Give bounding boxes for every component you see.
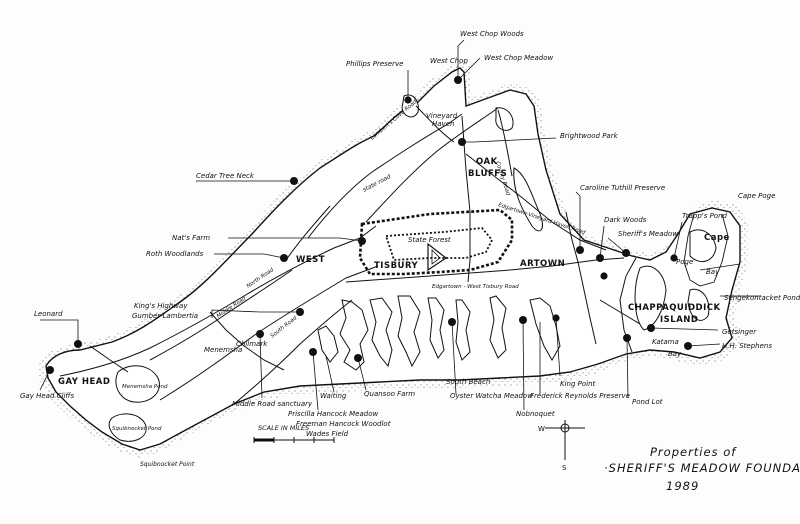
squibnocket-pond-label: Squibnocket Pond bbox=[112, 426, 162, 432]
town-chilmark: Chilmark bbox=[236, 340, 268, 348]
label-west-chop-woods: West Chop Woods bbox=[460, 30, 524, 38]
roads bbox=[59, 105, 641, 405]
label-king-point: King Point bbox=[560, 380, 596, 388]
compass-w: W bbox=[538, 425, 545, 433]
town-menemsha: Menemsha bbox=[204, 346, 242, 354]
menemsha-pond-label: Menemsha Pond bbox=[122, 384, 168, 390]
label-gunther-lambert: Gumber-Lambertia bbox=[132, 312, 198, 320]
label-west-chop-meadow: West Chop Meadow bbox=[484, 54, 553, 62]
forest-triangle bbox=[427, 242, 448, 272]
label-sheriffs-meadow: Sheriff's Meadow bbox=[618, 230, 678, 238]
label-brightwood-park: Brightwood Park bbox=[560, 132, 619, 140]
label-cedar-tree-neck: Cedar Tree Neck bbox=[196, 172, 255, 180]
town-katama: Katama bbox=[652, 338, 679, 346]
state-forest-inner bbox=[384, 227, 494, 261]
town-bluffs: BLUFFS bbox=[468, 169, 507, 179]
label-west-chop: West Chop bbox=[430, 57, 468, 65]
town-gay-head: GAY HEAD bbox=[58, 377, 110, 387]
state-forest-outline bbox=[358, 208, 514, 276]
compass: W S bbox=[538, 420, 585, 472]
marker-edgartown[interactable] bbox=[600, 272, 608, 280]
town-edgartown: ARTOWN bbox=[520, 259, 565, 269]
label-frederick-reynolds: Frederick Reynolds Preserve bbox=[530, 392, 630, 400]
town-poge: Poge bbox=[676, 258, 693, 266]
label-waiting: Waiting bbox=[320, 392, 347, 400]
town-west: WEST bbox=[296, 255, 325, 265]
label-kings-highway: King's Highway bbox=[134, 302, 188, 310]
label-gay-head-cliffs: Gay Head Cliffs bbox=[20, 392, 74, 400]
label-phillips-preserve: Phillips Preserve bbox=[346, 60, 403, 68]
town-oak: OAK bbox=[476, 157, 498, 167]
town-cape: Cape bbox=[704, 233, 730, 243]
town-tisbury: TISBURY bbox=[374, 261, 419, 271]
state-forest-label: State Forest bbox=[408, 236, 451, 244]
south-shore-ponds bbox=[317, 295, 561, 371]
town-bay: Bay bbox=[706, 268, 720, 276]
town-chappaquiddick: CHAPPAQUIDDICK bbox=[628, 303, 721, 313]
label-roth-woodlands: Roth Woodlands bbox=[146, 250, 204, 258]
title-line-2: ·SHERIFF'S MEADOW FOUNDATION· bbox=[604, 461, 800, 475]
label-trapps-pond: Trapp's Pond bbox=[682, 212, 728, 220]
title-line-3: 1989 bbox=[666, 479, 699, 493]
island-outline bbox=[45, 67, 741, 451]
scale-bar: SCALE IN MILES bbox=[253, 424, 335, 443]
label-hh-stephens: H.H. Stephens bbox=[722, 342, 772, 350]
label-leonard: Leonard bbox=[34, 310, 63, 318]
label-dark-woods: Dark Woods bbox=[604, 216, 647, 224]
label-nobnoquet: Nobnoquet bbox=[516, 410, 555, 418]
property-labels: West Chop Woods West Chop West Chop Mead… bbox=[20, 30, 800, 438]
interior-ponds bbox=[108, 94, 717, 442]
map-title: Properties of ·SHERIFF'S MEADOW FOUNDATI… bbox=[604, 445, 800, 493]
label-pond-lot: Pond Lot bbox=[632, 398, 663, 406]
title-line-1: Properties of bbox=[650, 445, 737, 459]
label-nats-farm: Nat's Farm bbox=[172, 234, 210, 242]
label-priscilla-hancock: Priscilla Hancock Meadow bbox=[288, 410, 378, 418]
label-sengekontacket: Sengekontacket Pond bbox=[724, 294, 800, 302]
town-katama-bay: Bay bbox=[668, 350, 682, 358]
compass-s: S bbox=[562, 464, 567, 472]
label-freeman-hancock: Freeman Hancock Woodlot bbox=[296, 420, 391, 428]
town-haven: Haven bbox=[432, 120, 454, 128]
leader-lines bbox=[39, 39, 760, 411]
label-caroline-tuthill: Caroline Tuthill Preserve bbox=[580, 184, 665, 192]
label-middle-road: Middle Road sanctuary bbox=[232, 400, 313, 408]
label-getsinger: Getsinger bbox=[722, 328, 757, 336]
label-wades-field: Wades Field bbox=[306, 430, 349, 438]
label-oyster-watcha: Oyster Watcha Meadow bbox=[450, 392, 533, 400]
scale-fill bbox=[254, 438, 274, 442]
forest-triangle-inner bbox=[431, 249, 441, 265]
town-labels: OAK BLUFFS WEST TISBURY ARTOWN Chilmark … bbox=[58, 112, 730, 468]
label-south-beach: South Beach bbox=[446, 378, 490, 386]
town-island: ISLAND bbox=[660, 315, 698, 325]
scale-label: SCALE IN MILES bbox=[258, 424, 309, 432]
label-cape-poge-top: Cape Poge bbox=[738, 192, 775, 200]
squibnocket-point-label: Squibnocket Point bbox=[140, 461, 195, 468]
cape-poge-outline bbox=[683, 213, 729, 287]
town-vineyard: Vineyard bbox=[426, 112, 458, 120]
road-edgartown-wt: Edgartown - West Tisbury Road bbox=[432, 284, 519, 290]
label-quansoo-farm: Quansoo Farm bbox=[364, 390, 415, 398]
